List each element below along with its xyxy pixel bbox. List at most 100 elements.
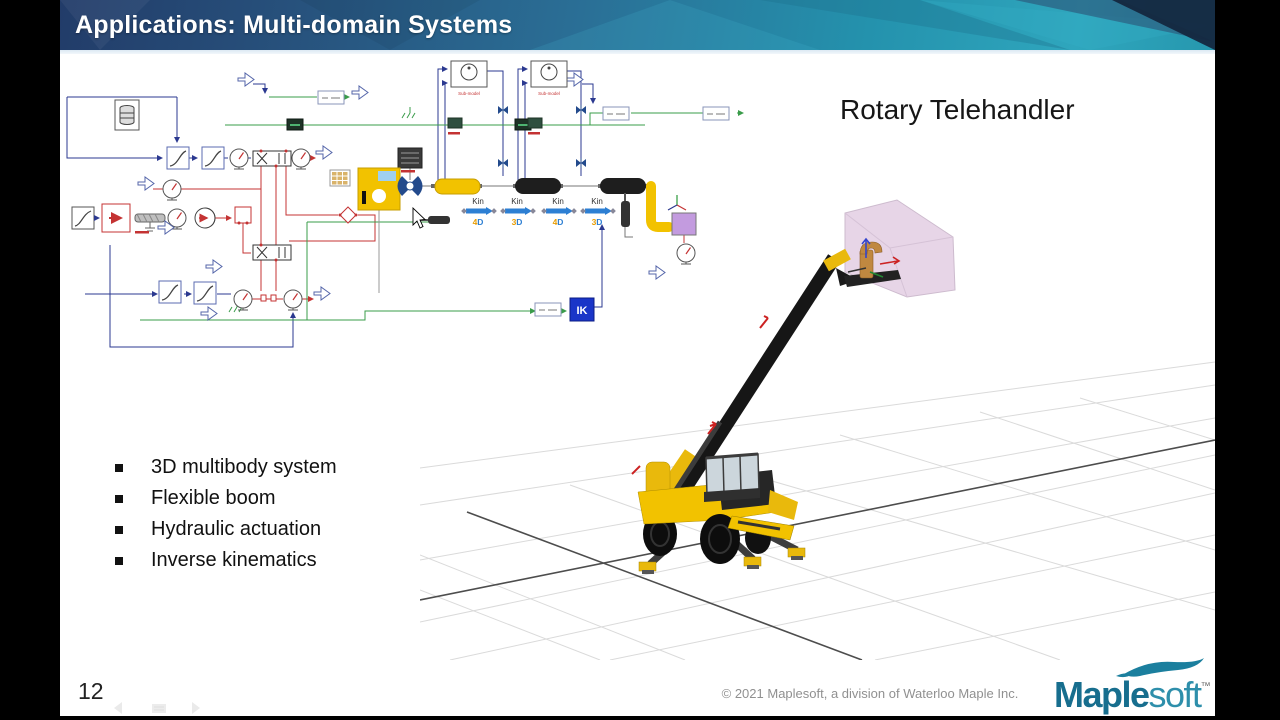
valve-icon (575, 104, 587, 116)
telehandler-machine (631, 237, 901, 574)
display-block (286, 118, 304, 131)
flexible-beam-yellow (434, 178, 481, 195)
list-item: Hydraulic actuation (115, 514, 337, 545)
motor-block (397, 147, 423, 173)
floor-grid (420, 361, 1215, 660)
vertical-damper (621, 193, 630, 227)
next-slide-button[interactable] (192, 702, 200, 714)
sensor-clamp (447, 117, 543, 135)
front-nose (768, 490, 798, 520)
maplesoft-logo: Maplesoft™ (1028, 652, 1215, 716)
svg-text:4D: 4D (553, 217, 564, 227)
flexible-beam-dark (600, 178, 646, 194)
list-item: Inverse kinematics (115, 545, 337, 576)
axis-triad-icon (667, 195, 687, 211)
slideshow-nav (114, 702, 200, 714)
hydraulic-wires-red (153, 155, 685, 302)
ramp-source-block (71, 206, 95, 230)
header-divider (60, 50, 1215, 54)
svg-text:Sub-model: Sub-model (538, 91, 560, 96)
prev-slide-button[interactable] (114, 702, 122, 714)
pump-block-1: Sub-model (450, 60, 488, 96)
basket-plate (844, 270, 901, 287)
database-block (114, 99, 140, 131)
flexible-beam-dark (515, 178, 561, 194)
model-caption: Rotary Telehandler (840, 94, 1075, 125)
bullet-icon (115, 494, 123, 503)
kin-block: Kin 3D (500, 197, 536, 227)
mouse-cursor-icon (412, 206, 427, 229)
frame-arrows (861, 237, 901, 278)
signal-tag-icon (351, 85, 369, 100)
svg-text:IK: IK (577, 305, 588, 317)
presentation-slide: Applications: Multi-domain Systems (60, 0, 1215, 716)
logo-wordmark: Maplesoft™ (1054, 674, 1211, 715)
floor-axes (420, 439, 1215, 660)
list-item: 3D multibody system (115, 452, 337, 483)
lookup-block (166, 146, 190, 170)
boom-elbow-yellow (646, 181, 674, 232)
signal-tag-icon (313, 286, 331, 301)
bullet-icon (115, 556, 123, 565)
orifice (270, 294, 277, 302)
slide-title: Applications: Multi-domain Systems (75, 11, 513, 39)
flow-gauge (283, 289, 303, 311)
svg-text:4D: 4D (473, 217, 484, 227)
shaft-inertia (134, 213, 166, 234)
maple-leaf-icon (1116, 658, 1204, 678)
pressure-gauge (229, 148, 249, 170)
bullet-list: 3D multibody system Flexible boom Hydrau… (115, 452, 337, 576)
pump-block-2: Sub-model (530, 60, 568, 96)
signal-tag-icon (137, 176, 155, 191)
coupling-clamp (397, 176, 423, 196)
boom-force-markers (631, 315, 769, 475)
page-number: 12 (78, 678, 104, 704)
svg-text:Kin: Kin (511, 197, 523, 206)
kin-block: Kin 3D (580, 197, 616, 227)
pid-block (193, 281, 217, 305)
pressure-gauge (291, 148, 311, 170)
orifice (260, 294, 267, 302)
filter-block (201, 146, 225, 170)
gain-block (702, 106, 730, 121)
header-facets (60, 0, 1215, 50)
svg-text:Kin: Kin (552, 197, 564, 206)
gain-block (317, 90, 345, 105)
directional-valve-2 (252, 243, 292, 262)
svg-text:Sub-model: Sub-model (458, 91, 480, 96)
valve-icon (497, 104, 509, 116)
pid-block (158, 280, 182, 304)
telehandler-3d-view (420, 199, 1215, 660)
signal-tag-icon (205, 259, 223, 274)
svg-text:Kin: Kin (591, 197, 603, 206)
list-item: Flexible boom (115, 483, 337, 514)
inverse-kinematics-block: IK (569, 297, 595, 322)
bullet-icon (115, 463, 123, 472)
pressure-source (234, 206, 252, 225)
svg-text:3D: 3D (512, 217, 523, 227)
speed-gauge (162, 179, 182, 201)
signal-tag-icon (200, 306, 218, 321)
slide-header: Applications: Multi-domain Systems (60, 0, 1215, 50)
gain-block (602, 106, 630, 121)
svg-text:Kin: Kin (472, 197, 484, 206)
slide-panel-button[interactable] (152, 704, 166, 713)
boom-tip (823, 248, 851, 272)
kin-block: Kin 4D (541, 197, 577, 227)
motor-circle (194, 207, 216, 229)
load-block-purple (671, 212, 697, 236)
directional-valve-1 (252, 149, 292, 168)
signal-tag-icon (237, 72, 255, 87)
svg-text:3D: 3D (592, 217, 603, 227)
copyright-text: © 2021 Maplesoft, a division of Waterloo… (721, 686, 1019, 701)
relief-valve (338, 206, 358, 224)
mech-links (378, 168, 651, 293)
boom-black (670, 254, 840, 506)
boom-cylinder (669, 420, 723, 498)
maplesim-model-diagram: Sub-model Sub-model (66, 60, 744, 348)
bullet-icon (115, 525, 123, 534)
signal-tag-icon (315, 145, 333, 160)
parameter-table-icon (329, 169, 351, 187)
cab (704, 452, 760, 502)
turret-subsystem (357, 167, 401, 211)
